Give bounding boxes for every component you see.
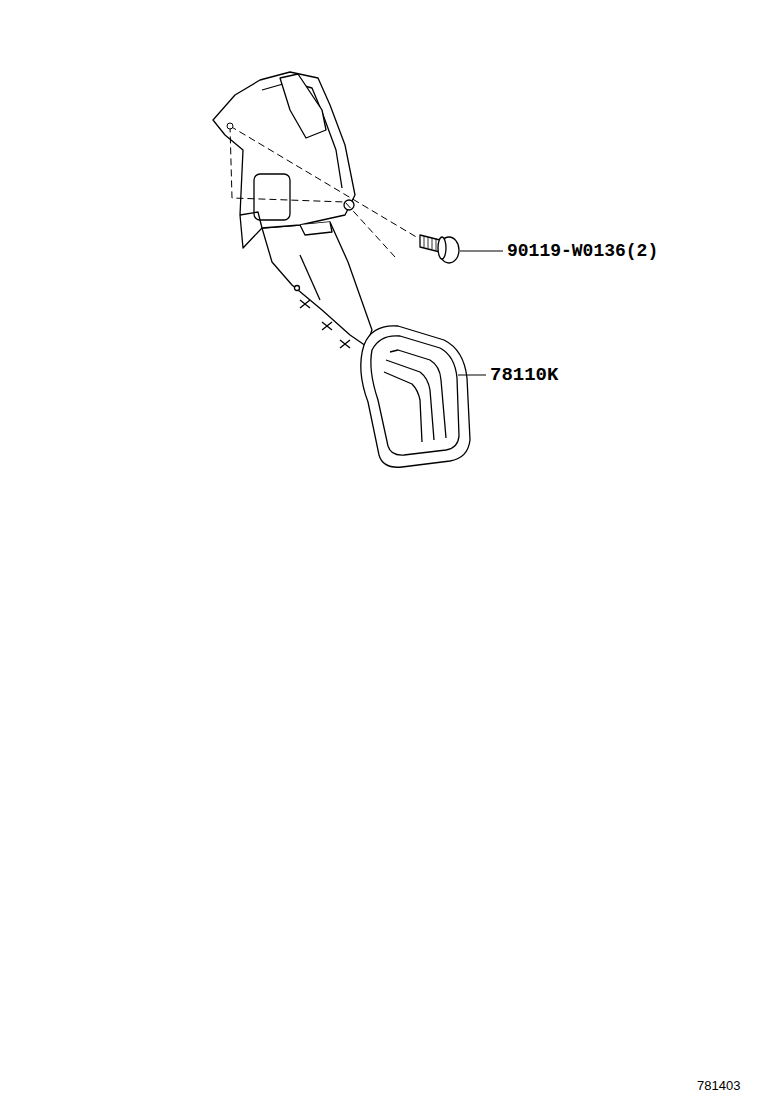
bolt-shank bbox=[420, 235, 440, 252]
arm-pivot bbox=[300, 222, 332, 235]
bolt-flange bbox=[438, 237, 446, 259]
arm-hole bbox=[295, 286, 300, 291]
pad-rim bbox=[371, 336, 459, 455]
part-number: 90119-W0136(2) bbox=[507, 242, 658, 260]
pedal-housing bbox=[213, 72, 355, 248]
figure-number: 781403 bbox=[697, 1079, 740, 1092]
arm-ribs bbox=[300, 300, 350, 348]
housing-boss bbox=[344, 200, 354, 210]
arm-edge bbox=[300, 255, 320, 300]
mounting-lines bbox=[230, 126, 418, 257]
pad-grooves bbox=[384, 350, 446, 442]
mounting-hole bbox=[227, 123, 233, 129]
housing-connector bbox=[280, 74, 326, 138]
leader-line bbox=[458, 375, 486, 376]
pedal-pad bbox=[361, 326, 470, 467]
bolt-thread bbox=[424, 236, 436, 250]
housing-window bbox=[254, 174, 290, 220]
bolt-head bbox=[439, 237, 459, 263]
pedal-arm bbox=[262, 222, 372, 346]
part-number: 78110K bbox=[490, 366, 558, 385]
housing-tab bbox=[240, 212, 262, 228]
leader-line bbox=[460, 251, 503, 252]
